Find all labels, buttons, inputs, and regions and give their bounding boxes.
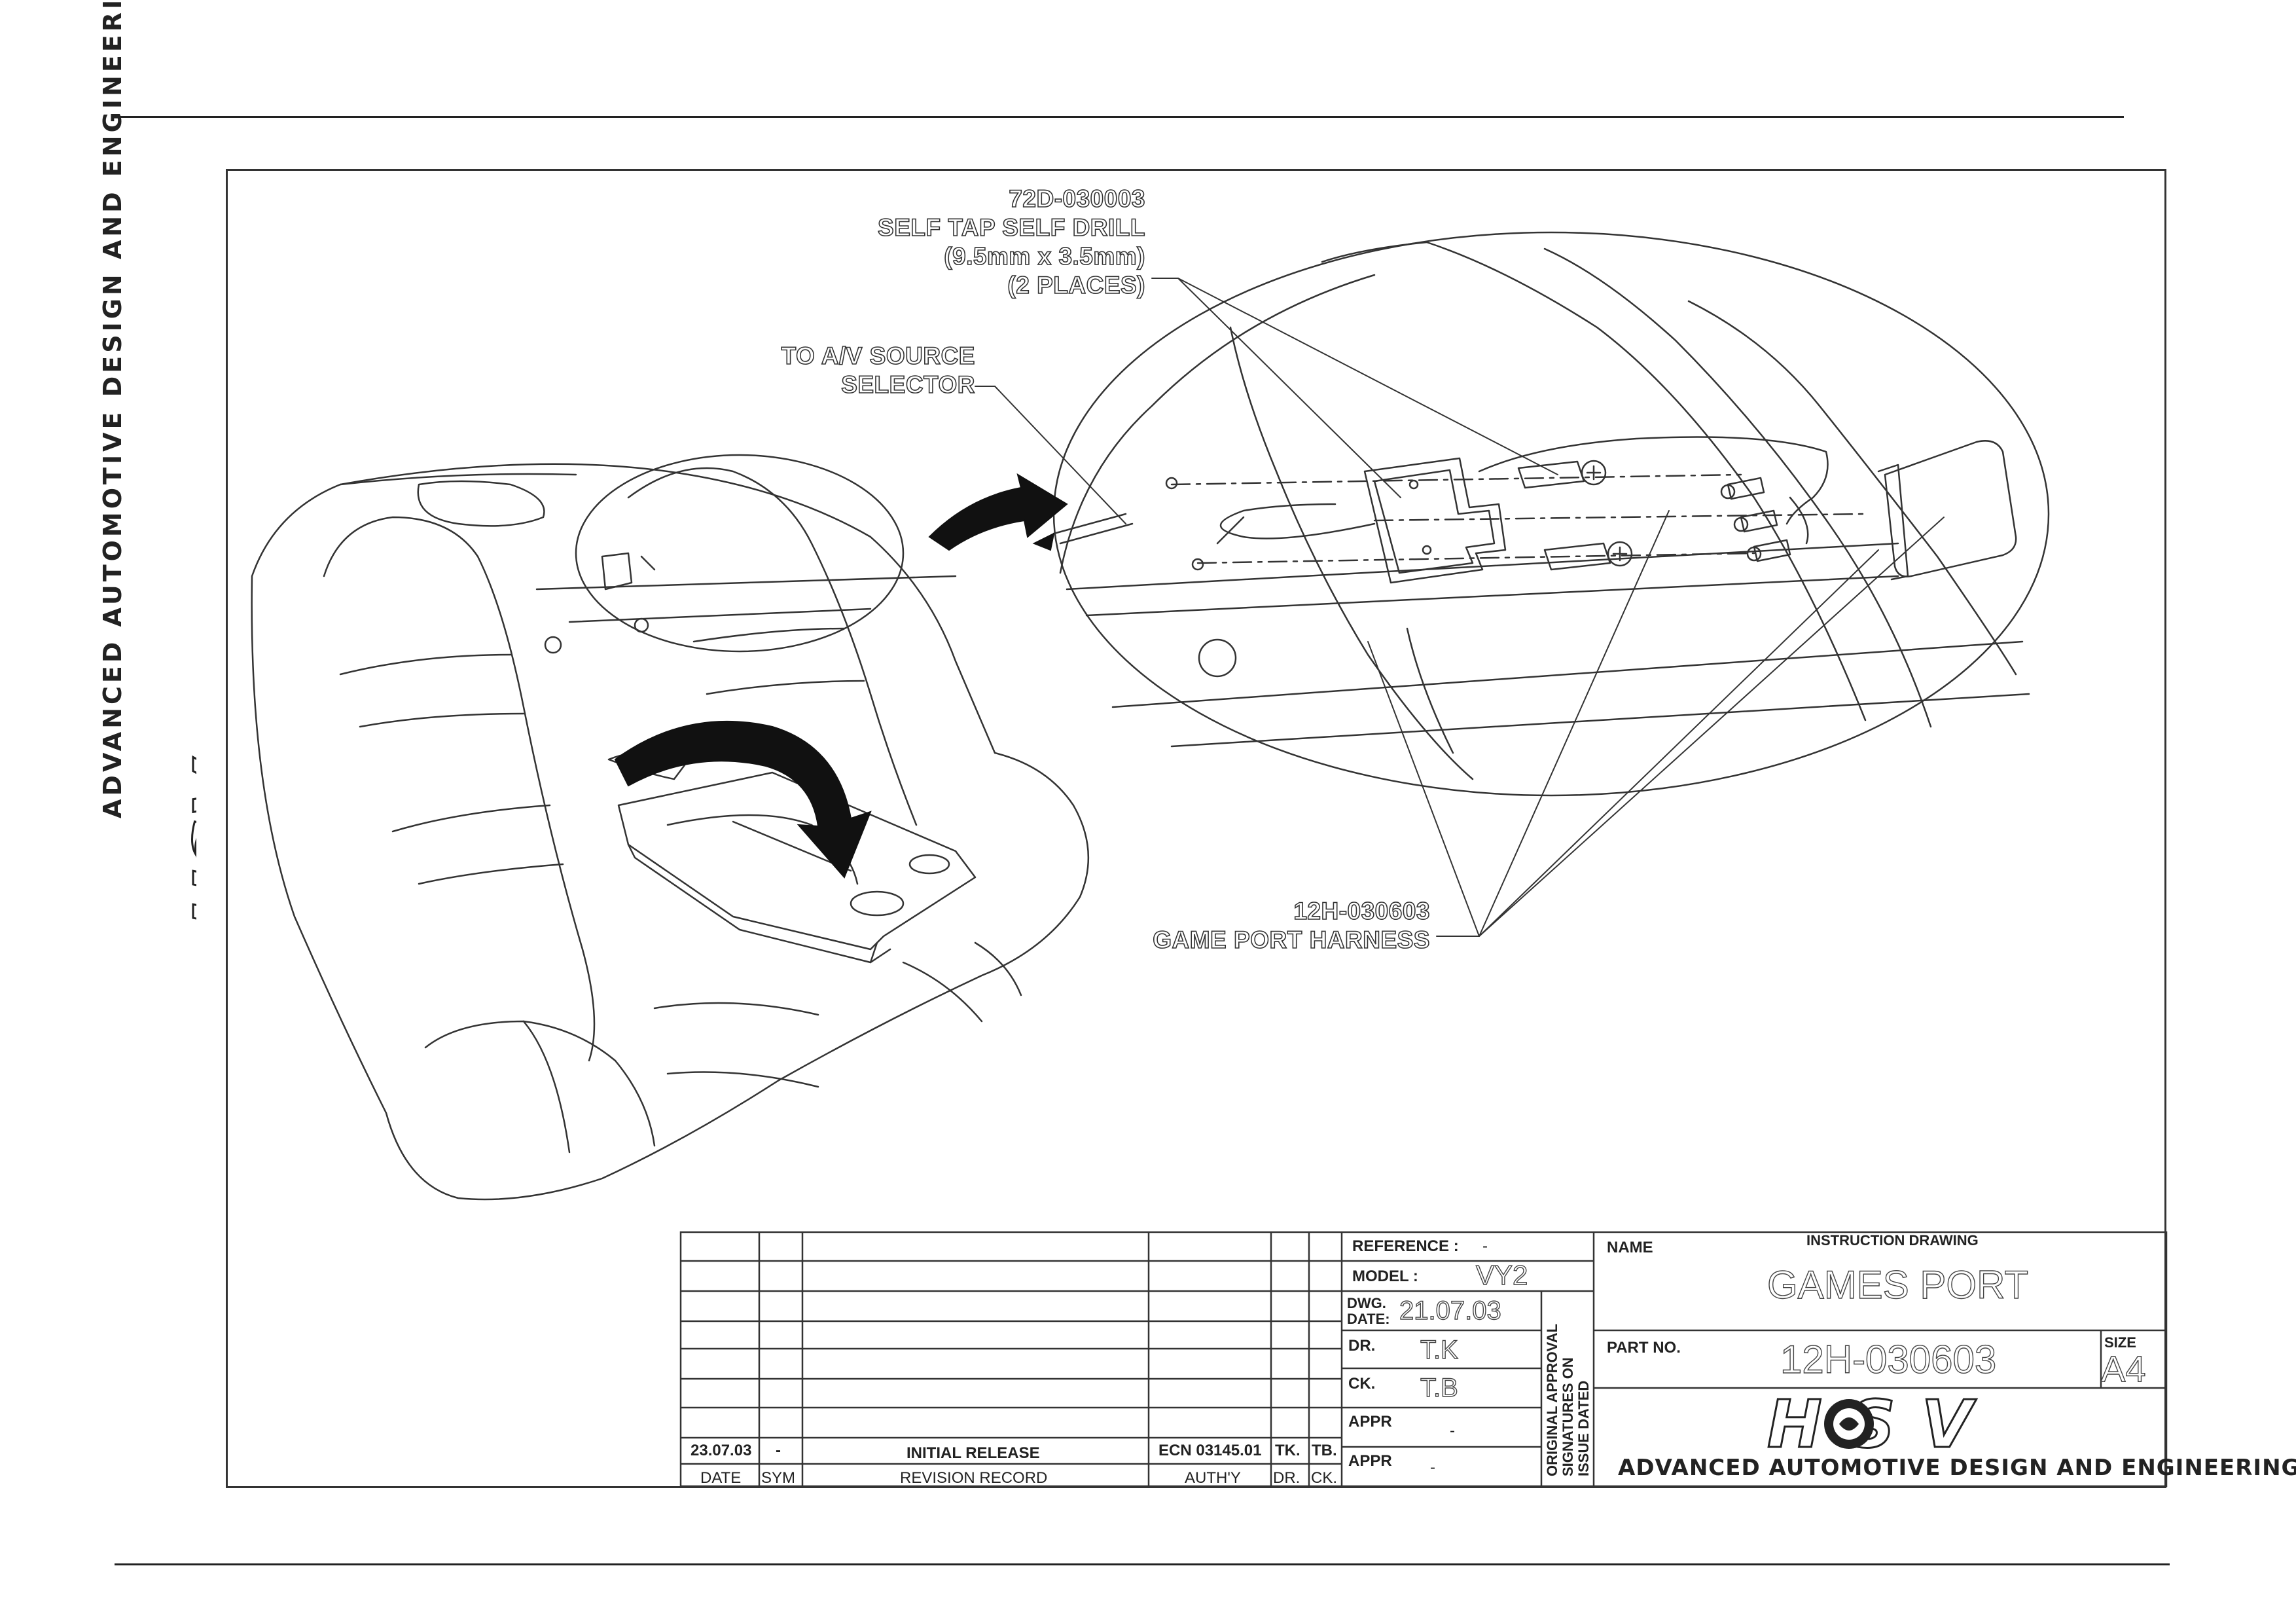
drawing-frame xyxy=(226,169,2166,1488)
rev-date-value: 23.07.03 xyxy=(691,1442,752,1459)
av-line-2: SELECTOR xyxy=(840,371,975,399)
screw-description: SELF TAP SELF DRILL xyxy=(877,213,1145,242)
rev-dr-value: TK. xyxy=(1275,1442,1300,1459)
rev-authy-value: ECN 03145.01 xyxy=(1158,1442,1262,1459)
ck-label: CK. xyxy=(1348,1375,1376,1393)
rev-ck-value: TB. xyxy=(1312,1442,1337,1459)
dwg-date-label-2: DATE: xyxy=(1347,1311,1390,1327)
approval-line-3: ISSUE DATED xyxy=(1575,1380,1592,1476)
reference-value: - xyxy=(1482,1237,1488,1255)
reference-label: REFERENCE : xyxy=(1352,1237,1459,1255)
appr-label: APPR xyxy=(1348,1413,1392,1431)
detail-view-drawing xyxy=(1052,231,2050,797)
appr2-value: - xyxy=(1430,1459,1435,1476)
harness-name: GAME PORT HARNESS xyxy=(1152,926,1430,954)
approval-note: ORIGINAL APPROVAL SIGNATURES ON ISSUE DA… xyxy=(1544,1323,1592,1476)
drawing-type: INSTRUCTION DRAWING xyxy=(1806,1232,1979,1249)
dwg-date-value: 21.07.03 xyxy=(1399,1296,1501,1325)
appr2-label: APPR xyxy=(1348,1452,1392,1470)
arrows xyxy=(614,473,1068,879)
approval-line-2: SIGNATURES ON xyxy=(1560,1357,1576,1476)
av-selector-callout: TO A/V SOURCE SELECTOR xyxy=(694,342,975,399)
model-value: VY2 xyxy=(1475,1259,1528,1290)
av-line-1: TO A/V SOURCE xyxy=(781,342,975,370)
screw-part-number: 72D-030003 xyxy=(1009,185,1146,213)
rev-header-record: REVISION RECORD xyxy=(900,1469,1048,1487)
hsv-logo: HSV xyxy=(1767,1391,1983,1457)
harness-part-number: 12H-030603 xyxy=(1293,897,1431,925)
size-value: A4 xyxy=(2100,1347,2146,1389)
dr-value: T.K xyxy=(1420,1335,1458,1364)
drawing-title: GAMES PORT xyxy=(1767,1262,2028,1307)
screw-size: (9.5mm x 3.5mm) xyxy=(943,242,1145,270)
rev-header-ck: CK. xyxy=(1311,1469,1338,1487)
rev-header-sym: SYM xyxy=(761,1469,796,1487)
rev-header-dr: DR. xyxy=(1273,1469,1300,1487)
appr-value: - xyxy=(1450,1422,1455,1440)
rev-record-value: INITIAL RELEASE xyxy=(906,1444,1040,1462)
rev-header-date: DATE xyxy=(700,1469,742,1487)
part-no-label: PART NO. xyxy=(1607,1339,1681,1357)
dwg-date-label-1: DWG. xyxy=(1347,1295,1386,1311)
name-label: NAME xyxy=(1607,1239,1653,1256)
dr-label: DR. xyxy=(1348,1337,1376,1355)
model-label: MODEL : xyxy=(1352,1267,1418,1285)
ck-value: T.B xyxy=(1420,1373,1458,1402)
footer-brand-text: ADVANCED AUTOMOTIVE DESIGN AND ENGINEERI… xyxy=(1618,1455,2296,1481)
rev-sym-value: - xyxy=(776,1442,781,1459)
part-no-value: 12H-030603 xyxy=(1780,1337,1997,1381)
screw-callout: 72D-030003 SELF TAP SELF DRILL (9.5mm x … xyxy=(798,185,1145,300)
size-label: SIZE xyxy=(2104,1334,2136,1351)
bottom-rule xyxy=(115,1563,2170,1565)
approval-line-1: ORIGINAL APPROVAL xyxy=(1544,1323,1560,1476)
hsv-logo-text: HSV xyxy=(1767,1391,1983,1457)
top-rule xyxy=(115,116,2124,118)
screw-quantity: (2 PLACES) xyxy=(1007,271,1146,299)
harness-callout: 12H-030603 GAME PORT HARNESS xyxy=(1047,897,1430,955)
rev-header-authy: AUTH'Y xyxy=(1185,1469,1241,1487)
leader-lines xyxy=(975,278,1945,937)
side-logo: HSV xyxy=(178,756,196,930)
side-logo-text: HSV xyxy=(179,757,196,930)
rear-seat-drawing xyxy=(251,454,1090,1201)
